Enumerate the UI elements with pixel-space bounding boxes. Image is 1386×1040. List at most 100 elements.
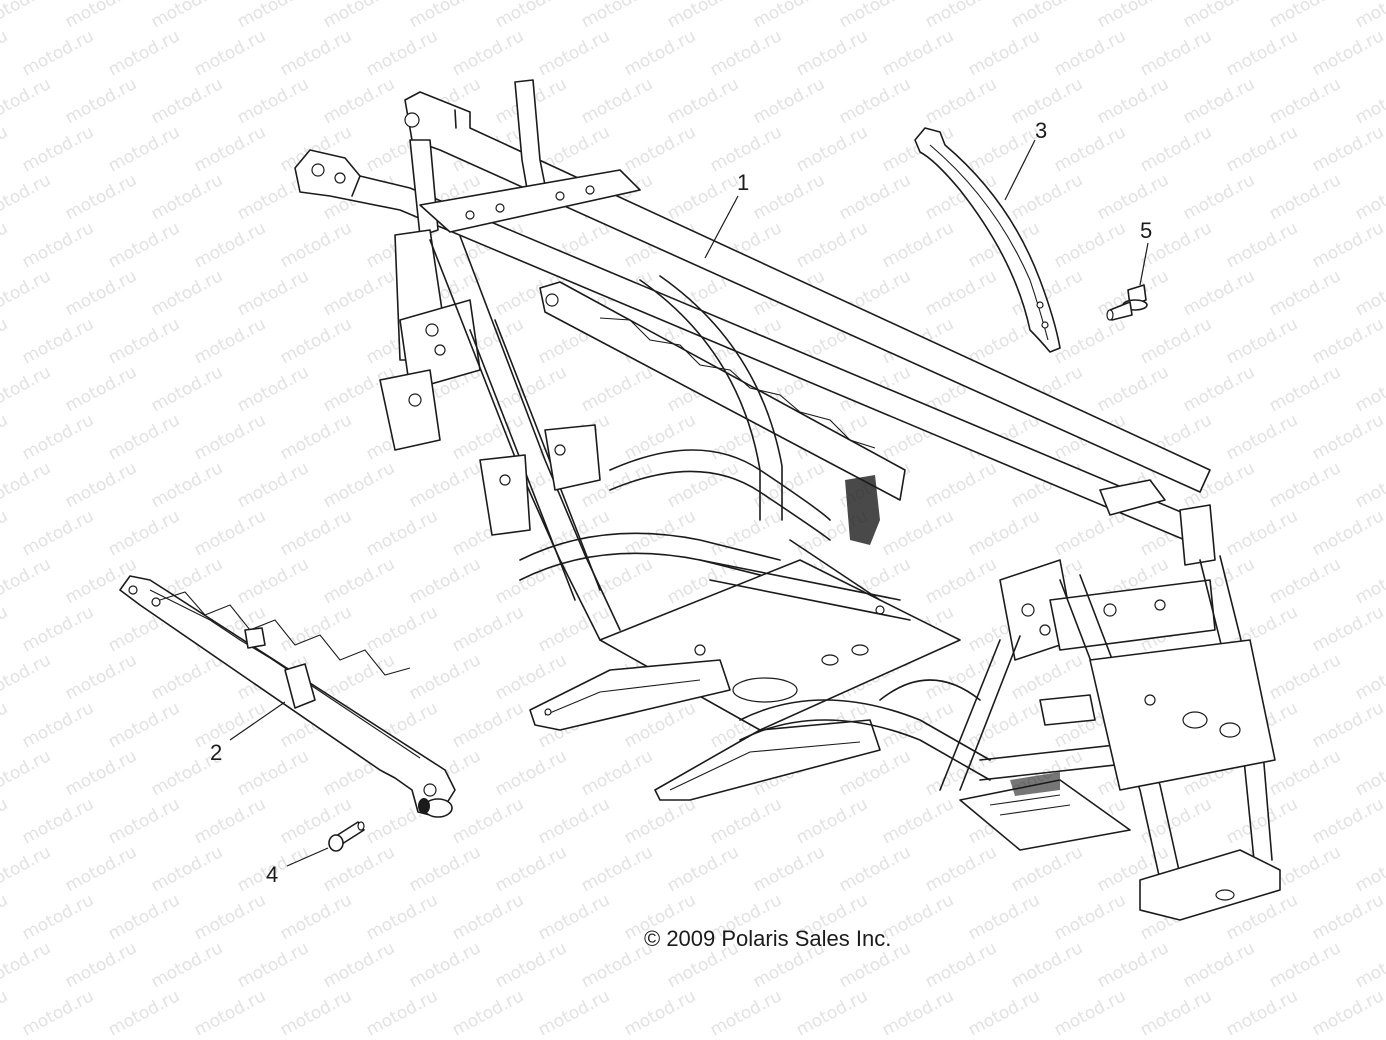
- watermark-text: motod.ru: [234, 746, 312, 800]
- watermark-text: motod.ru: [191, 410, 269, 464]
- watermark-text: motod.ru: [320, 938, 398, 992]
- watermark-text: motod.ru: [535, 26, 613, 80]
- watermark-text: motod.ru: [664, 0, 742, 32]
- watermark-text: motod.ru: [234, 938, 312, 992]
- watermark-text: motod.ru: [1008, 170, 1086, 224]
- leader-line-1: [704, 195, 739, 259]
- watermark-text: motod.ru: [1180, 938, 1258, 992]
- watermark-text: motod.ru: [1051, 986, 1129, 1040]
- watermark-text: motod.ru: [1137, 986, 1215, 1040]
- watermark-text: motod.ru: [1266, 170, 1344, 224]
- watermark-text: motod.ru: [0, 410, 11, 464]
- callout-1: 1: [737, 170, 749, 195]
- watermark-text: motod.ru: [1309, 410, 1386, 464]
- watermark-text: motod.ru: [62, 0, 140, 32]
- watermark-text: motod.ru: [148, 0, 226, 32]
- watermark-text: motod.ru: [492, 0, 570, 32]
- watermark-text: motod.ru: [750, 1034, 828, 1040]
- watermark-text: motod.ru: [0, 746, 54, 800]
- watermark-text: motod.ru: [19, 890, 97, 944]
- watermark-text: motod.ru: [105, 506, 183, 560]
- watermark-text: motod.ru: [406, 842, 484, 896]
- leader-line-5: [1139, 242, 1149, 286]
- watermark-text: motod.ru: [664, 1034, 742, 1040]
- watermark-text: motod.ru: [1137, 314, 1215, 368]
- watermark-text: motod.ru: [19, 794, 97, 848]
- watermark-text: motod.ru: [105, 26, 183, 80]
- watermark-text: motod.ru: [277, 314, 355, 368]
- watermark-text: motod.ru: [879, 986, 957, 1040]
- watermark-text: motod.ru: [19, 506, 97, 560]
- watermark-text: motod.ru: [535, 890, 613, 944]
- watermark-text: motod.ru: [62, 1034, 140, 1040]
- watermark-text: motod.ru: [1266, 0, 1344, 32]
- watermark-text: motod.ru: [234, 74, 312, 128]
- watermark-text: motod.ru: [1266, 650, 1344, 704]
- watermark-text: motod.ru: [492, 1034, 570, 1040]
- watermark-text: motod.ru: [879, 26, 957, 80]
- watermark-text: motod.ru: [664, 842, 742, 896]
- watermark-text: motod.ru: [1094, 170, 1172, 224]
- watermark-text: motod.ru: [965, 26, 1043, 80]
- watermark-text: motod.ru: [707, 794, 785, 848]
- watermark-text: motod.ru: [148, 266, 226, 320]
- watermark-text: motod.ru: [1309, 26, 1386, 80]
- watermark-text: motod.ru: [965, 506, 1043, 560]
- watermark-text: motod.ru: [320, 0, 398, 32]
- watermark-text: motod.ru: [750, 170, 828, 224]
- watermark-text: motod.ru: [449, 986, 527, 1040]
- copyright-notice: © 2009 Polaris Sales Inc.: [644, 926, 891, 951]
- watermark-text: motod.ru: [234, 0, 312, 32]
- watermark-text: motod.ru: [148, 458, 226, 512]
- watermark-text: motod.ru: [621, 986, 699, 1040]
- watermark-text: motod.ru: [0, 0, 54, 32]
- watermark-text: motod.ru: [664, 170, 742, 224]
- watermark-text: motod.ru: [19, 698, 97, 752]
- watermark-text: motod.ru: [1352, 362, 1386, 416]
- watermark-text: motod.ru: [879, 218, 957, 272]
- watermark-text: motod.ru: [234, 362, 312, 416]
- watermark-text: motod.ru: [965, 890, 1043, 944]
- watermark-text: motod.ru: [1051, 890, 1129, 944]
- watermark-text: motod.ru: [1352, 0, 1386, 32]
- watermark-text: motod.ru: [578, 362, 656, 416]
- watermark-text: motod.ru: [1094, 74, 1172, 128]
- watermark-text: motod.ru: [406, 0, 484, 32]
- watermark-text: motod.ru: [793, 218, 871, 272]
- watermark-text: motod.ru: [1352, 650, 1386, 704]
- watermark-text: motod.ru: [191, 698, 269, 752]
- watermark-text: motod.ru: [406, 554, 484, 608]
- watermark-text: motod.ru: [707, 26, 785, 80]
- watermark-text: motod.ru: [1266, 554, 1344, 608]
- watermark-text: motod.ru: [0, 218, 11, 272]
- watermark-text: motod.ru: [191, 26, 269, 80]
- watermark-text: motod.ru: [320, 554, 398, 608]
- watermark-text: motod.ru: [148, 1034, 226, 1040]
- watermark-text: motod.ru: [664, 458, 742, 512]
- watermark-text: motod.ru: [535, 602, 613, 656]
- watermark-text: motod.ru: [363, 890, 441, 944]
- watermark-text: motod.ru: [234, 458, 312, 512]
- watermark-text: motod.ru: [234, 554, 312, 608]
- watermark-text: motod.ru: [277, 218, 355, 272]
- watermark-text: motod.ru: [922, 458, 1000, 512]
- watermark-text: motod.ru: [1309, 602, 1386, 656]
- watermark-text: motod.ru: [922, 650, 1000, 704]
- watermark-text: motod.ru: [234, 266, 312, 320]
- watermark-text: motod.ru: [492, 362, 570, 416]
- watermark-text: motod.ru: [1223, 986, 1301, 1040]
- watermark-text: motod.ru: [0, 26, 11, 80]
- watermark-text: motod.ru: [62, 458, 140, 512]
- watermark-text: motod.ru: [1266, 458, 1344, 512]
- watermark-text: motod.ru: [492, 842, 570, 896]
- watermark-text: motod.ru: [0, 986, 11, 1040]
- watermark-text: motod.ru: [1223, 218, 1301, 272]
- watermark-text: motod.ru: [1352, 554, 1386, 608]
- side-rail: [119, 575, 456, 818]
- watermark-text: motod.ru: [449, 890, 527, 944]
- watermark-text: motod.ru: [1223, 122, 1301, 176]
- watermark-text: motod.ru: [1051, 506, 1129, 560]
- watermark-text: motod.ru: [19, 410, 97, 464]
- watermark-text: motod.ru: [1309, 218, 1386, 272]
